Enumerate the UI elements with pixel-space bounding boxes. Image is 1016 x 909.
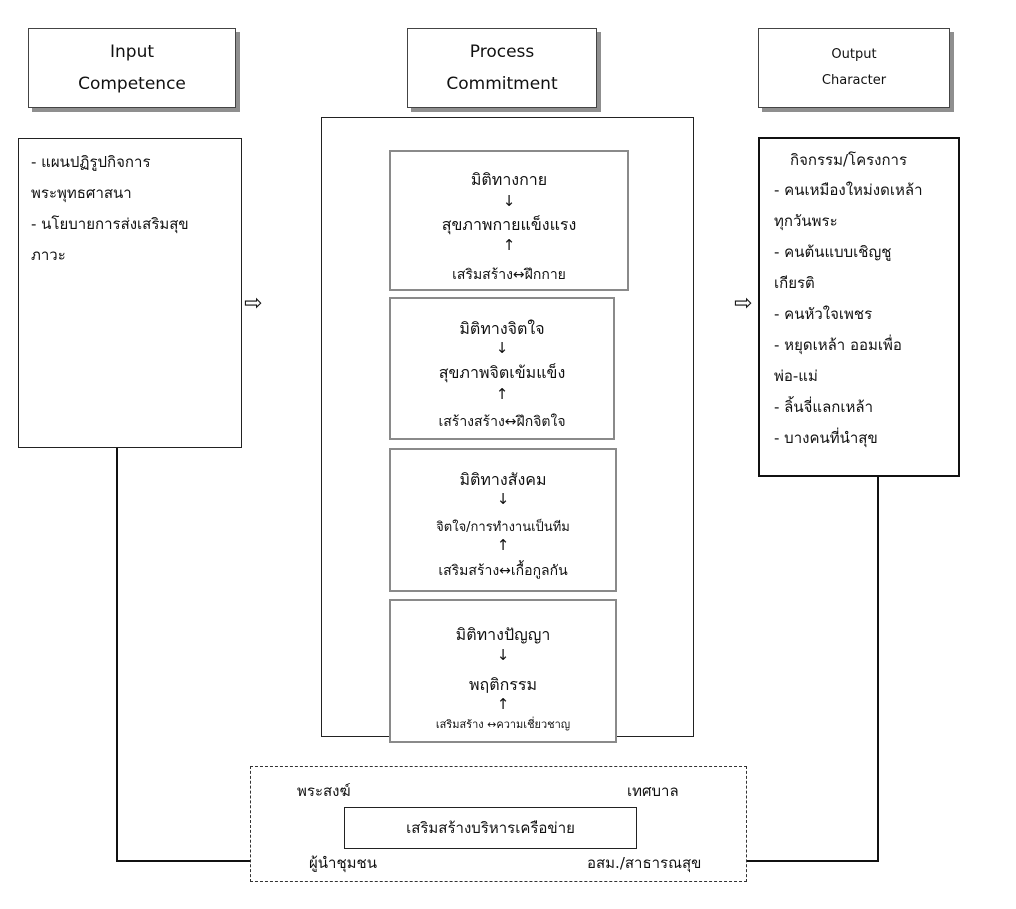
dimension-title: มิติทางสังคม — [459, 470, 547, 489]
input-panel: - แผนปฏิรูปกิจการ พระพุทธศาสนา - นโยบายก… — [18, 138, 242, 448]
arrow-up-icon: ↑ — [502, 236, 516, 254]
list-item: - คนต้นแบบเชิญชู — [774, 243, 892, 261]
list-item: - นโยบายการส่งเสริมสุข — [31, 215, 189, 233]
process-header: Process Commitment — [407, 28, 597, 108]
connector-input-down — [116, 446, 118, 862]
arrow-up-icon: ↑ — [496, 695, 510, 713]
dimension-physical: มิติทางกาย ↓ สุขภาพกายแข็งแรง ↑ เสริมสร้… — [389, 150, 629, 291]
list-item: - คนหัวใจเพชร — [774, 305, 873, 323]
dimension-wisdom: มิติทางปัญญา ↓ พฤติกรรม ↑ เสริมสร้าง ↔คว… — [389, 599, 617, 743]
list-item: เกียรติ — [774, 274, 815, 292]
output-header-line1: Output — [831, 47, 877, 62]
list-item: พ่อ-แม่ — [774, 367, 818, 385]
input-header: Input Competence — [28, 28, 236, 108]
list-item: พระพุทธศาสนา — [31, 184, 132, 202]
list-item: - แผนปฏิรูปกิจการ — [31, 153, 151, 171]
connector-input-right — [116, 860, 250, 862]
arrow-down-icon: ↓ — [495, 339, 509, 357]
dimension-health: สุขภาพจิตเข้มแข็ง — [438, 363, 566, 382]
dimension-title: มิติทางปัญญา — [455, 625, 551, 644]
list-item: ภาวะ — [31, 246, 66, 264]
list-item: ทุกวันพระ — [774, 212, 838, 230]
network-center: เสริมสร้างบริหารเครือข่าย — [344, 807, 637, 849]
dimension-health: พฤติกรรม — [468, 675, 538, 694]
dimension-title: มิติทางกาย — [470, 170, 548, 189]
dimension-health: สุขภาพกายแข็งแรง — [441, 215, 577, 234]
output-panel: กิจกรรม/โครงการ - คนเหมืองใหม่งดเหล้า ทุ… — [758, 137, 960, 477]
output-header-line2: Character — [821, 73, 887, 88]
arrow-down-icon: ↓ — [502, 192, 516, 210]
arrow-down-icon: ↓ — [496, 490, 510, 508]
output-title: กิจกรรม/โครงการ — [790, 151, 908, 169]
input-header-line2: Competence — [78, 74, 186, 94]
arrow-up-icon: ↑ — [496, 536, 510, 554]
network-bottom-right: อสม./สาธารณสุข — [587, 854, 702, 872]
dimension-activity: เสร้างสร้าง↔ฝึกจิตใจ — [438, 414, 566, 430]
connector-output-down — [877, 476, 879, 862]
dimension-activity: เสริมสร้าง ↔ความเชี่ยวชาญ — [435, 718, 571, 731]
list-item: - หยุดเหล้า ออมเพื่อ — [774, 336, 902, 354]
hollow-arrow-right-icon: ⇨ — [244, 291, 263, 316]
dimension-activity: เสริมสร้าง↔ฝึกกาย — [452, 267, 566, 283]
list-item: - ลิ้นจี่แลกเหล้า — [774, 398, 873, 416]
dimension-health: จิตใจ/การทำงานเป็นทีม — [436, 520, 570, 535]
process-header-line1: Process — [469, 42, 535, 62]
network-top-right: เทศบาล — [627, 782, 679, 800]
arrow-down-icon: ↓ — [496, 646, 510, 664]
input-header-line1: Input — [109, 42, 155, 62]
list-item: - คนเหมืองใหม่งดเหล้า — [774, 181, 923, 199]
network-bottom-left: ผู้นำชุมชน — [309, 854, 377, 872]
network-top-left: พระสงฆ์ — [297, 782, 351, 800]
arrow-up-icon: ↑ — [495, 385, 509, 403]
output-header: Output Character — [758, 28, 950, 108]
dimension-social: มิติทางสังคม ↓ จิตใจ/การทำงานเป็นทีม ↑ เ… — [389, 448, 617, 592]
network-box: พระสงฆ์ เทศบาล เสริมสร้างบริหารเครือข่าย… — [250, 766, 747, 882]
output-list: - คนเหมืองใหม่งดเหล้า ทุกวันพระ - คนต้นแ… — [774, 175, 958, 454]
list-item: - บางคนที่นำสุข — [774, 429, 878, 447]
dimension-mental: มิติทางจิตใจ ↓ สุขภาพจิตเข้มแข็ง ↑ เสร้า… — [389, 297, 615, 440]
dimension-title: มิติทางจิตใจ — [459, 319, 545, 338]
process-header-line2: Commitment — [446, 74, 558, 94]
connector-output-left — [747, 860, 879, 862]
input-list: - แผนปฏิรูปกิจการ พระพุทธศาสนา - นโยบายก… — [31, 147, 241, 271]
dimension-activity: เสริมสร้าง↔เกื้อกูลกัน — [438, 563, 568, 579]
hollow-arrow-right-icon: ⇨ — [734, 291, 753, 316]
